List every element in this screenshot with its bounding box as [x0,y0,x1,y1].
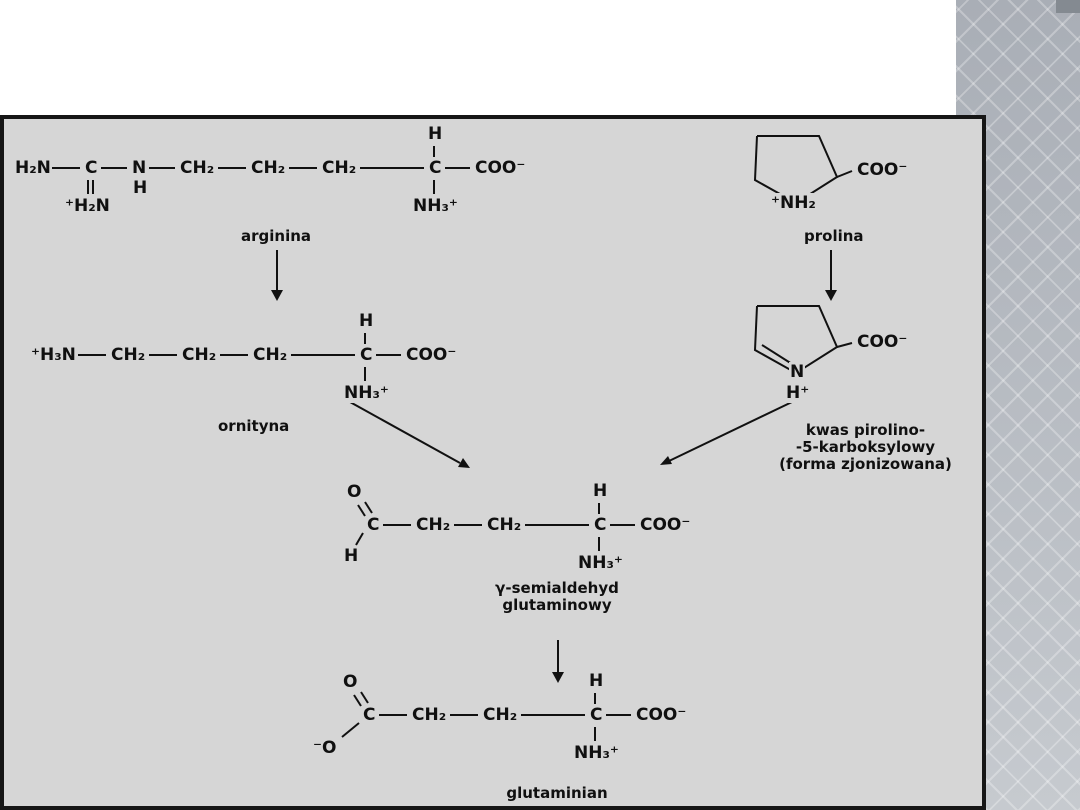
pirolino-proton: H⁺ [785,383,811,403]
corner-accent [1056,0,1080,13]
arginina-n-h: H [132,178,149,198]
bond-group [51,135,853,741]
semialdehyd-label-line2: glutaminowy [502,596,612,614]
glutaminian-h-top: H [588,671,605,691]
ornityna-atom: ⁺H₃N [30,345,77,365]
arginina-imine: ⁺H₂N [64,196,111,216]
arginina-atom: COO⁻ [474,158,527,178]
arrowhead [825,290,837,301]
semialdehyd-atom: C [593,515,608,535]
double-bond [357,504,366,517]
pirolino-label-line2: -5-karboksylowy [795,438,936,456]
glutaminian-atom: CH₂ [411,705,448,725]
ornityna-label: ornityna [218,417,290,435]
prolina-label: prolina [804,227,864,245]
semialdehyd-atom: CH₂ [415,515,452,535]
bond [836,170,853,178]
prolina-carboxylate: COO⁻ [856,160,909,180]
arginina-atom: N [131,158,148,178]
arginina-label: arginina [241,227,312,245]
pirolino-ring-nitrogen: N [789,362,806,382]
ornityna-ammonium: NH₃⁺ [343,383,390,403]
glutaminian-o-minus: ⁻O [312,738,338,758]
semialdehyd-label-line1: γ-semialdehyd [495,579,619,597]
glutaminian-label: glutaminian [506,784,608,802]
pirolino-label-line3: (forma zjonizowana) [779,455,952,473]
double-bond [353,694,362,707]
ornityna-atom: CH₂ [181,345,218,365]
bond [836,342,853,348]
glutaminian-o: O [342,672,359,692]
pirolino-carboxylate: COO⁻ [856,332,909,352]
arrowhead [458,458,470,468]
glutaminian-atom: CH₂ [482,705,519,725]
ornityna-h-top: H [358,311,375,331]
semialdehyd-atom: COO⁻ [639,515,692,535]
arginina-h-top: H [427,124,444,144]
pirolino-label-line1: kwas pirolino- [805,421,926,439]
glutaminian-atom: C [589,705,604,725]
semialdehyd-ammonium: NH₃⁺ [577,553,624,573]
arginina-atom: CH₂ [321,158,358,178]
semialdehyd-h-top: H [592,481,609,501]
arginina-atom: CH₂ [179,158,216,178]
ornityna-atom: CH₂ [110,345,147,365]
glutaminian-atom: C [362,705,377,725]
ornityna-atom: CH₂ [252,345,289,365]
semialdehyd-o: O [346,482,363,502]
proline-ring [753,135,839,205]
figure-panel [0,115,986,810]
arginina-atom: CH₂ [250,158,287,178]
double-bond [360,691,369,704]
arrow-line [668,401,793,462]
arginina-ammonium: NH₃⁺ [412,196,459,216]
arginina-atom: C [84,158,99,178]
arrowhead [552,672,564,683]
prolina-ring-nitrogen: ⁺NH₂ [770,193,817,213]
ornityna-atom: COO⁻ [405,345,458,365]
pirolino-label: kwas pirolino- -5-karboksylowy (forma zj… [758,422,973,473]
arrowhead [271,290,283,301]
bond [341,722,360,738]
ornityna-atom: C [359,345,374,365]
arrow-line [349,401,461,464]
arrowhead [660,456,672,465]
semialdehyd-h: H [343,546,360,566]
double-bond [364,501,373,514]
semialdehyd-atom: CH₂ [486,515,523,535]
semialdehyd-label: γ-semialdehyd glutaminowy [457,580,657,614]
pyrroline-ring [753,305,839,375]
arginina-atom: H₂N [14,158,52,178]
double-bond [761,344,793,365]
arrowhead-group [271,290,837,683]
glutaminian-ammonium: NH₃⁺ [573,743,620,763]
semialdehyd-atom: C [366,515,381,535]
bond [355,532,364,546]
glutaminian-atom: COO⁻ [635,705,688,725]
arginina-atom: C [428,158,443,178]
